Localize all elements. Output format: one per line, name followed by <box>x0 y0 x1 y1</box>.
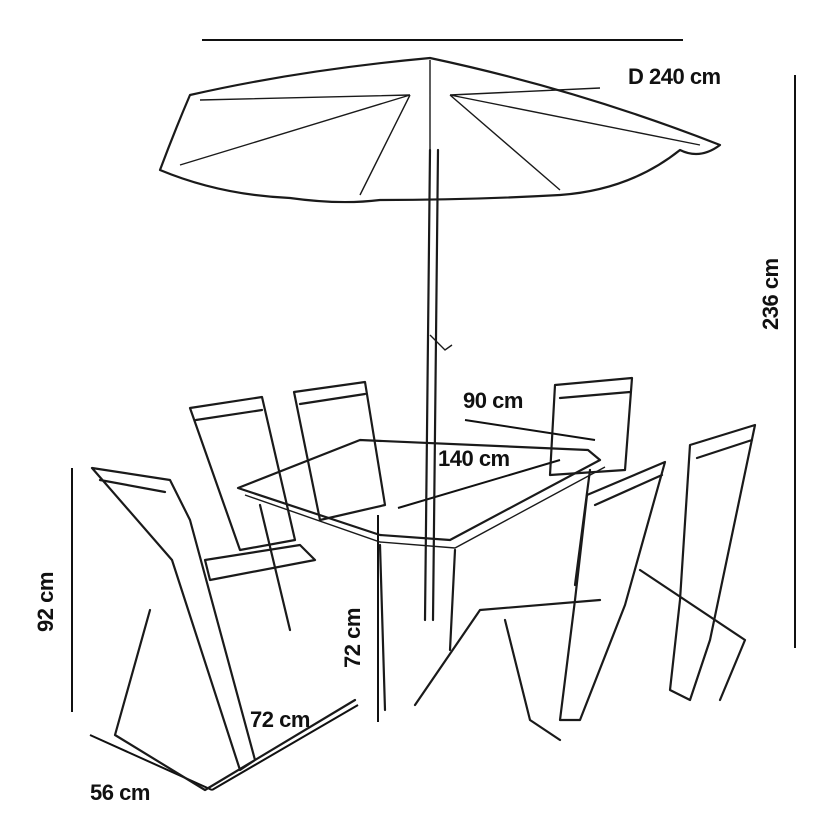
table-length-label: 140 cm <box>438 446 510 471</box>
chair-width-label: 56 cm <box>90 780 150 805</box>
table <box>236 438 606 712</box>
table-width-line <box>464 419 596 441</box>
chairs <box>90 376 757 792</box>
chair-depth-label: 72 cm <box>250 707 310 732</box>
chair-height-label: 92 cm <box>33 572 58 632</box>
chair-depth-line <box>211 704 359 791</box>
table-width-label: 90 cm <box>463 388 523 413</box>
umbrella <box>158 56 722 622</box>
table-height-label: 72 cm <box>340 608 365 668</box>
table-length-line <box>397 459 561 509</box>
umbrella-height-label: 236 cm <box>758 258 783 330</box>
umbrella-diameter-label: D 240 cm <box>628 64 721 89</box>
